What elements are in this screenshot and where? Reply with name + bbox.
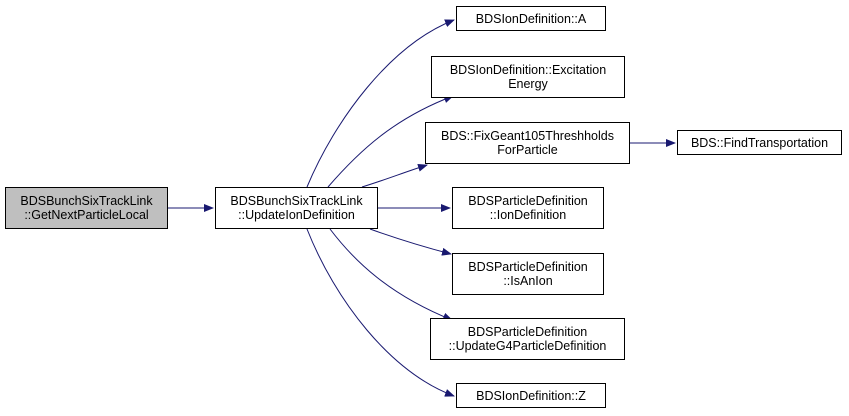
edge-update-to-update-g4 [329, 228, 453, 321]
node-fix-geant-threshholds[interactable]: BDS::FixGeant105Threshholds ForParticle [425, 122, 630, 164]
node-label-line1: BDSParticleDefinition [467, 325, 588, 339]
node-label-line2: ::IonDefinition [489, 208, 567, 222]
node-ion-definition-excitation-energy[interactable]: BDSIonDefinition::Excitation Energy [431, 56, 625, 98]
node-label-line1: BDSParticleDefinition [468, 260, 588, 274]
node-particle-definition-is-an-ion[interactable]: BDSParticleDefinition ::IsAnIon [452, 253, 604, 295]
node-label-line2: ForParticle [497, 143, 558, 157]
node-ion-definition-z[interactable]: BDSIonDefinition::Z [456, 383, 606, 408]
node-particle-definition-update-g4[interactable]: BDSParticleDefinition ::UpdateG4Particle… [430, 318, 625, 360]
node-find-transportation[interactable]: BDS::FindTransportation [677, 130, 842, 155]
node-label-line2: Energy [508, 77, 548, 91]
edge-update-to-ion-z [306, 228, 455, 397]
edge-update-to-excitation [327, 95, 454, 188]
node-label-line1: BDSParticleDefinition [468, 194, 588, 208]
node-label-line1: BDS::FixGeant105Threshholds [440, 129, 614, 143]
edge-update-to-fix-geant [361, 163, 428, 188]
node-update-ion-definition[interactable]: BDSBunchSixTrackLink ::UpdateIonDefiniti… [215, 187, 378, 229]
node-label-line1: BDSBunchSixTrackLink [20, 194, 153, 208]
edge-update-to-is-an-ion [369, 228, 452, 256]
node-label-line2: ::GetNextParticleLocal [24, 208, 149, 222]
node-ion-definition-a[interactable]: BDSIonDefinition::A [456, 6, 606, 31]
node-label-line2: ::UpdateIonDefinition [238, 208, 355, 222]
node-label-line1: BDSIonDefinition::Z [476, 388, 586, 403]
edge-update-to-ion-a [306, 19, 455, 188]
node-particle-definition-ion-definition[interactable]: BDSParticleDefinition ::IonDefinition [452, 187, 604, 229]
node-label-line1: BDSIonDefinition::A [475, 11, 587, 26]
edge-layer [168, 19, 676, 397]
node-label-line1: BDS::FindTransportation [690, 135, 829, 150]
node-get-next-particle-local: BDSBunchSixTrackLink ::GetNextParticleLo… [5, 187, 168, 229]
node-label-line1: BDSIonDefinition::Excitation [449, 63, 607, 77]
node-label-line1: BDSBunchSixTrackLink [230, 194, 363, 208]
node-label-line2: ::UpdateG4ParticleDefinition [448, 339, 607, 353]
node-label-line2: ::IsAnIon [503, 274, 553, 288]
